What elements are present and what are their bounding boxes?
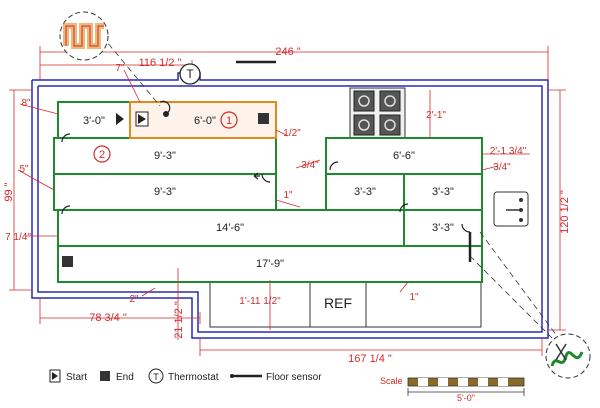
legend-sensor-label: Floor sensor <box>266 372 322 383</box>
dim-bottom-left: 78 3/4 " <box>89 312 127 324</box>
legend-end-icon <box>100 371 110 381</box>
sink-icon <box>493 191 529 227</box>
scale-label: Scale <box>380 376 403 386</box>
dim-cabinet: 1'-11 1/2" <box>239 296 281 307</box>
zone-marker-2-label: 2 <box>99 149 105 161</box>
start-marker-icon <box>116 100 171 127</box>
zone-label-8: 14'-6" <box>216 222 244 234</box>
dim-3-4-a: 3/4" <box>301 160 319 171</box>
dim-top-overall: 246 " <box>275 46 300 58</box>
zone-label-7: 3'-3" <box>432 186 454 198</box>
dim-half: 1/2" <box>283 128 301 139</box>
legend-end-label: End <box>116 372 134 383</box>
dim-top-partial: 116 1/2 " <box>139 57 182 69</box>
stove <box>349 87 406 139</box>
zone-label-6: 3'-3" <box>354 186 376 198</box>
legend-thermostat-icon: T <box>148 368 164 384</box>
dim-7: 7" <box>115 63 125 74</box>
thermostat-symbol: T <box>186 67 194 81</box>
legend-sensor-icon <box>230 374 262 378</box>
end-marker-icon <box>62 113 269 267</box>
dim-3-4-b: 3/4" <box>493 162 511 173</box>
dim-1-a: 1" <box>283 190 293 201</box>
zone-label-5: 6'-6" <box>393 150 415 162</box>
zone-label-10: 17'-9" <box>256 258 284 270</box>
legend-start-label: Start <box>66 372 87 383</box>
dim-5: 5" <box>19 164 29 175</box>
legend: Start End T Thermostat Floor sensor <box>49 368 322 384</box>
legend-thermostat-symbol: T <box>153 372 159 382</box>
dim-2: 2" <box>129 294 139 305</box>
dim-2-1: 2'-1" <box>426 110 446 121</box>
mat-detail-circle-top <box>59 11 109 61</box>
room-walls <box>31 72 549 339</box>
zone-label-2: 6'-0" <box>194 115 216 127</box>
zone-label-4: 9'-3" <box>154 186 176 198</box>
dim-7-1-4: 7 1/4" <box>5 232 31 243</box>
legend-start-icon <box>49 369 61 383</box>
dim-1-b: 1" <box>409 292 419 303</box>
zone-marker-1: 1 <box>220 111 238 129</box>
dim-left-overall: 99 " <box>3 182 15 201</box>
dimension-lines <box>9 46 566 356</box>
stove-burner-icon <box>353 90 401 136</box>
leader-lines <box>101 35 561 341</box>
zone-marker-1-label: 1 <box>226 115 232 127</box>
mat-detail-circle-bottom <box>545 333 591 379</box>
zone-marker-2: 2 <box>93 145 111 163</box>
dim-bottom-middle: 167 1/4 " <box>348 353 392 365</box>
dim-bottom-vertical: 21 1/2 " <box>173 301 185 339</box>
dim-8: 8" <box>21 98 31 109</box>
floor-sensor-icon <box>236 60 472 262</box>
scale-bar: Scale 5'-0" <box>380 376 525 403</box>
zone-label-3: 9'-3" <box>154 150 176 162</box>
thermostat-icon: T <box>179 63 201 85</box>
zone-label-1: 3'-0" <box>83 115 105 127</box>
direction-arrows <box>61 133 471 233</box>
dim-right-overall: 120 1/2 " <box>559 190 571 234</box>
legend-thermostat-label: Thermostat <box>168 372 219 383</box>
scale-value: 5'-0" <box>457 393 475 403</box>
zone-highlight <box>129 101 277 139</box>
ref-label: REF <box>324 295 352 311</box>
dim-2-1-3-4: 2'-1 3/4" <box>490 146 527 157</box>
zone-label-9: 3'-3" <box>432 222 454 234</box>
